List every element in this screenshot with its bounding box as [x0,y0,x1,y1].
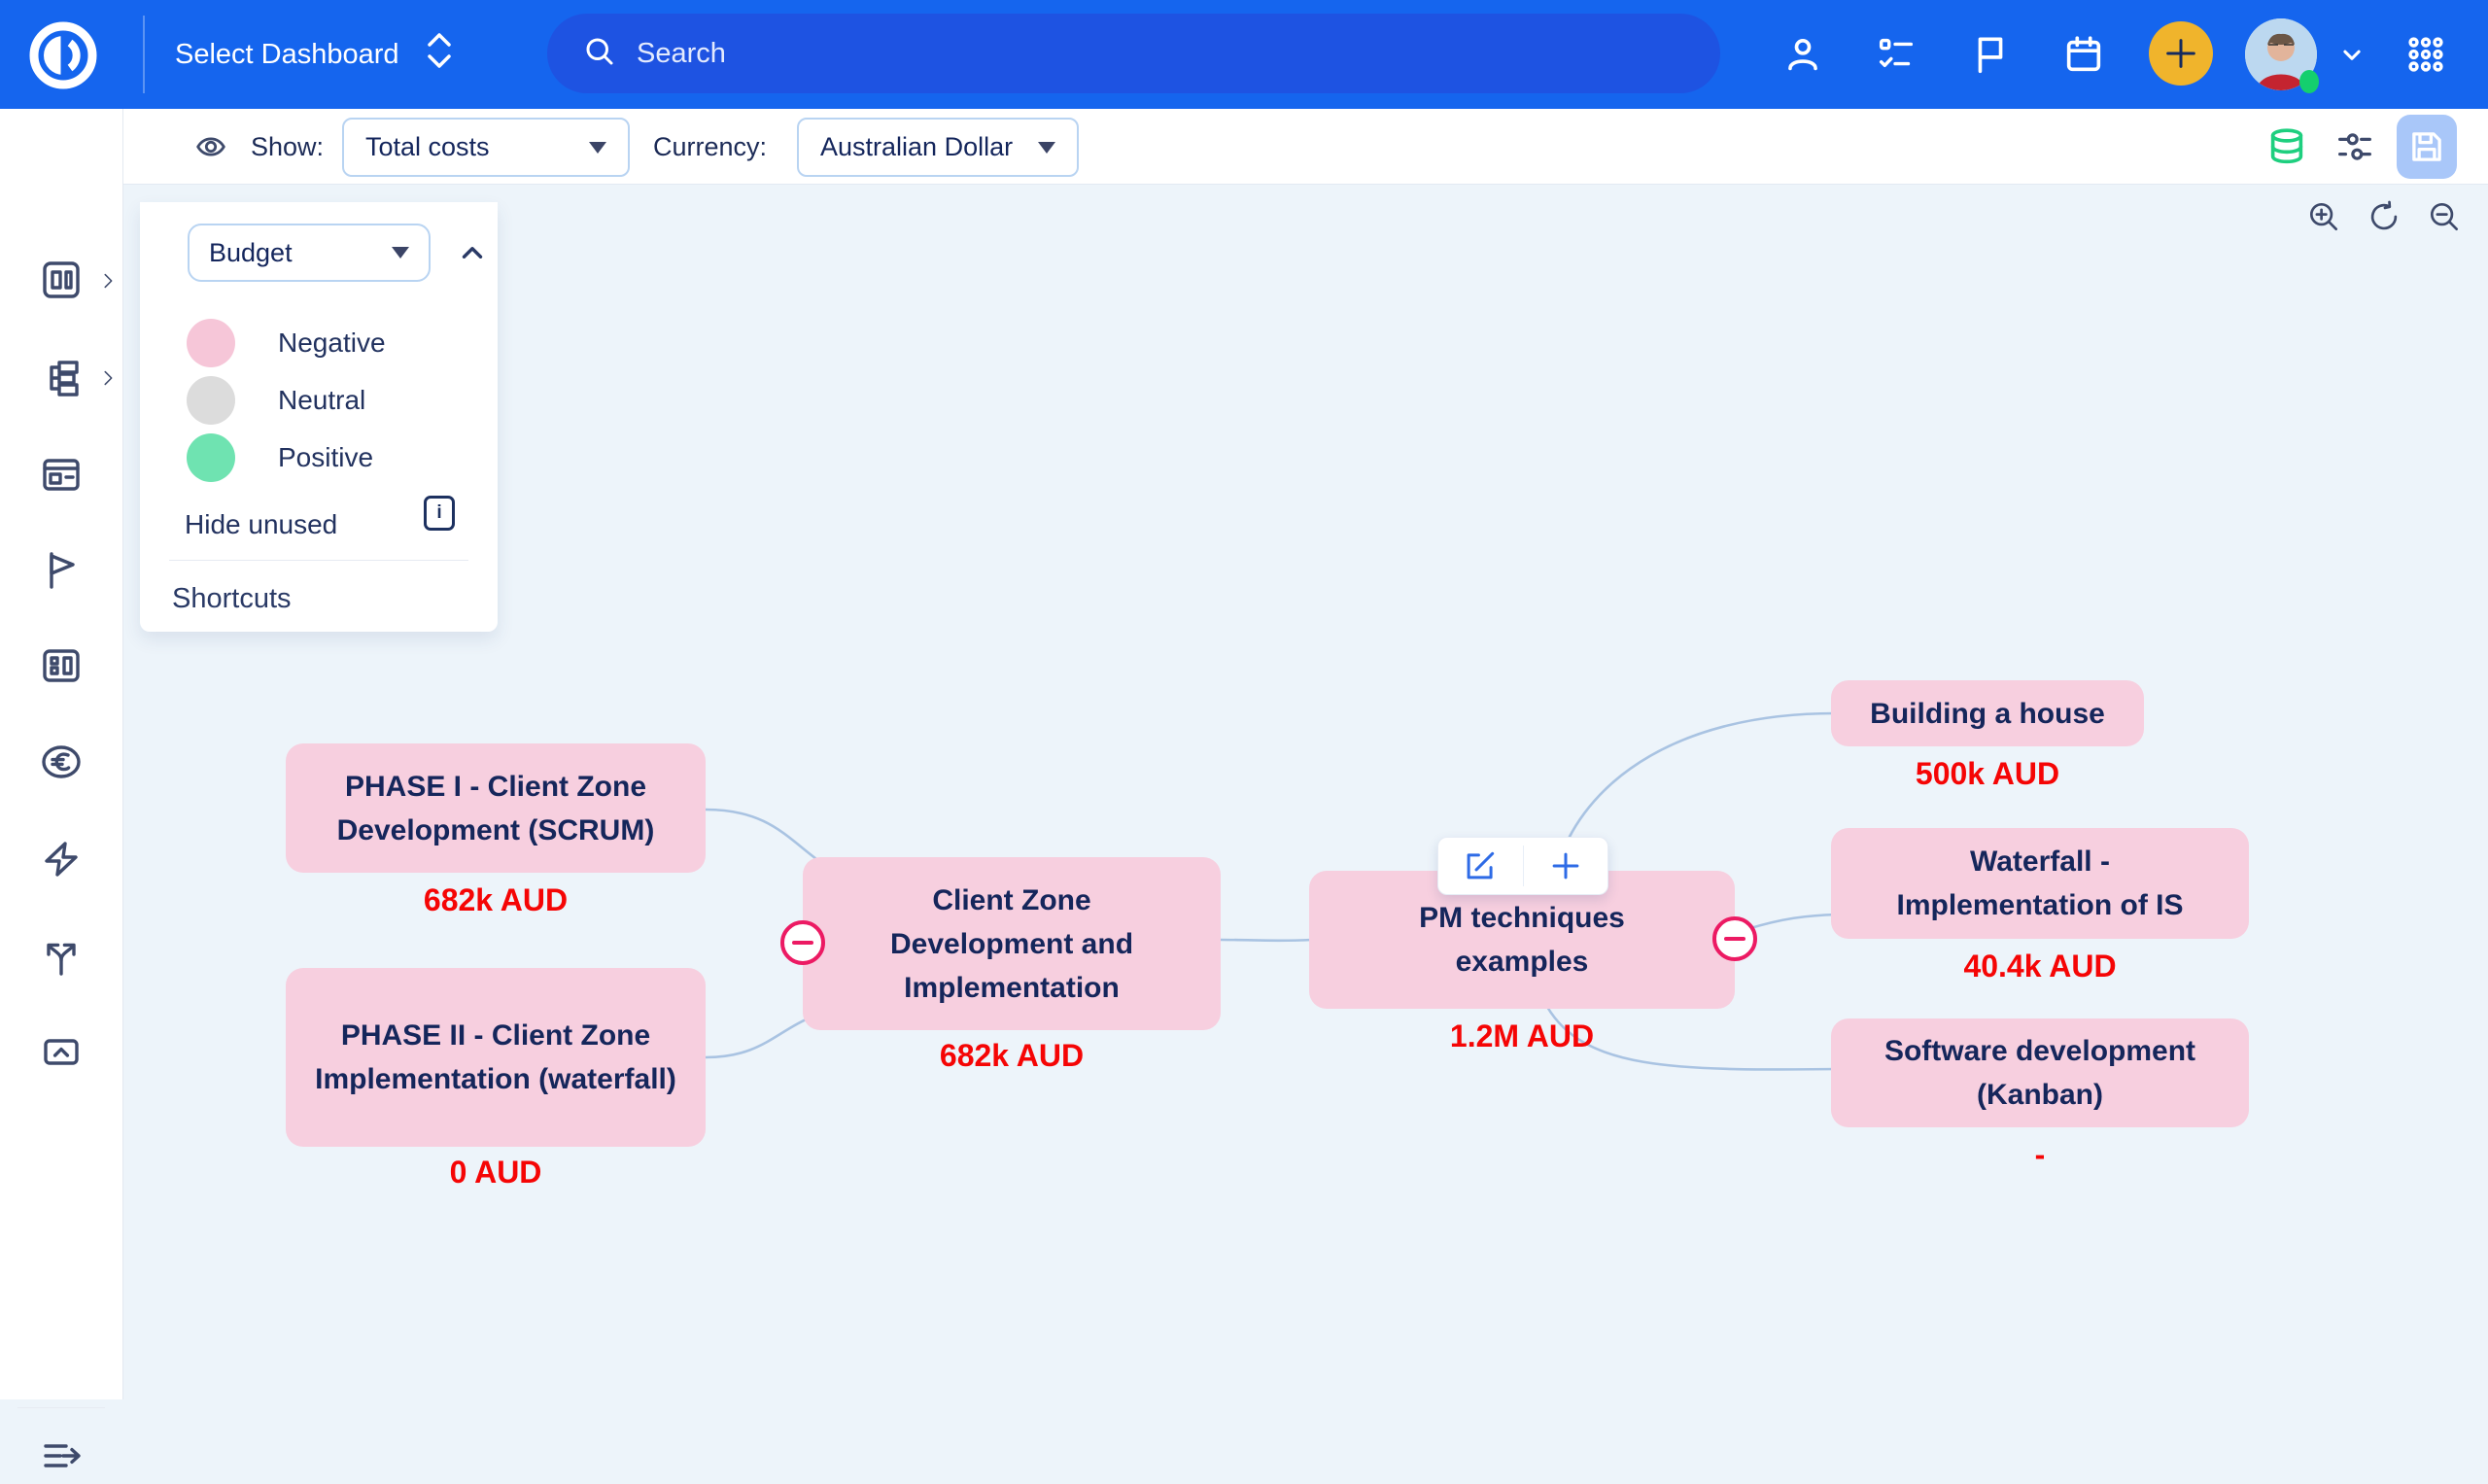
sidebar-browser-window-icon[interactable] [38,451,85,498]
positive-label: Positive [278,442,374,472]
node-title: PHASE I - Client Zone Development (SCRUM… [336,770,655,846]
neutral-label: Neutral [278,385,366,415]
info-icon[interactable]: i [424,496,455,531]
user-icon[interactable] [1774,0,1832,109]
dashboard-selector[interactable]: Select Dashboard [175,0,454,109]
sidebar-expand-chevron-icon[interactable] [97,367,119,389]
show-select[interactable]: Total costs [342,118,630,177]
sidebar-milestone-flag-icon[interactable] [38,546,85,593]
hide-unused-toggle[interactable]: Hide unused [185,509,338,539]
apps-grid-icon[interactable] [2397,0,2455,109]
online-status-dot [2299,70,2319,93]
easyproject-logo-icon[interactable] [27,19,99,91]
calendar-icon[interactable] [2055,0,2113,109]
view-toolbar: Show: Total costs Currency: Australian D… [123,109,2488,185]
node-building-house[interactable]: Building a house [1831,680,2144,746]
legend-divider [169,560,468,561]
sidebar-dashboard-panel-icon[interactable] [38,642,85,689]
neutral-swatch [187,376,235,425]
search-bar[interactable] [547,14,1720,93]
collapse-minus-badge-left[interactable] [780,920,825,965]
sidebar-quick-lightning-icon[interactable] [38,836,85,882]
node-client-zone[interactable]: Client Zone Development and Implementati… [803,857,1221,1030]
save-button[interactable] [2397,115,2457,179]
show-select-value: Total costs [365,132,490,161]
legend-item-positive: Positive [187,433,373,482]
node-waterfall-cost: 40.4k AUD [1963,949,2117,984]
node-phase2-cost: 0 AUD [449,1155,542,1190]
show-label: Show: [251,131,325,161]
edit-node-button[interactable] [1438,838,1523,894]
negative-label: Negative [278,328,386,358]
negative-swatch [187,319,235,367]
node-building-house-cost: 500k AUD [1915,756,2060,791]
node-phase2[interactable]: PHASE II - Client Zone Implementation (w… [286,968,706,1147]
add-child-node-button[interactable] [1524,838,1608,894]
database-green-icon[interactable] [2260,109,2314,185]
sidebar-euro-finance-icon[interactable] [38,739,85,785]
node-title: PHASE II - Client Zone Implementation (w… [315,1019,676,1095]
sidebar-wbs-tree-icon[interactable] [38,354,85,400]
node-pm-techniques-cost: 1.2M AUD [1449,1018,1595,1053]
sidebar-expand-chevron-icon[interactable] [97,270,119,292]
sidebar-collapse-menu-icon[interactable] [38,1432,85,1479]
collapse-minus-badge-right[interactable] [1712,916,1757,961]
left-sidebar [0,109,123,1467]
node-title: Client Zone Development and Implementati… [889,883,1134,1004]
select-caret-icon [589,141,606,154]
node-title: Building a house [1870,697,2105,730]
top-header: Select Dashboard [0,0,2488,109]
zoom-out-icon[interactable] [2424,196,2465,237]
node-waterfall[interactable]: Waterfall - Implementation of IS [1831,828,2249,939]
flag-icon[interactable] [1961,0,2020,109]
zoom-controls [2303,196,2465,237]
sidebar-divider [17,1407,105,1408]
dashboard-selector-label: Select Dashboard [175,38,399,70]
node-title: Software development (Kanban) [1883,1035,2196,1111]
add-plus-button[interactable] [2149,21,2213,86]
currency-select-value: Australian Dollar [820,132,1014,161]
legend-mode-select[interactable]: Budget [188,224,431,282]
legend-item-negative: Negative [187,319,386,367]
select-caret-icon [392,247,409,259]
zoom-in-icon[interactable] [2303,196,2344,237]
currency-select[interactable]: Australian Dollar [797,118,1079,177]
legend-collapse-chevron-icon[interactable] [453,233,492,272]
node-software-dev-cost: - [2034,1137,2046,1172]
legend-item-neutral: Neutral [187,376,365,425]
refresh-icon[interactable] [2364,196,2404,237]
shortcuts-link[interactable]: Shortcuts [172,583,292,614]
legend-panel: Budget Negative Neutral Positive Hide un… [140,202,498,632]
header-divider [143,16,145,93]
sort-chevrons-icon [425,29,454,80]
filter-sliders-icon[interactable] [2328,109,2382,185]
node-phase1[interactable]: PHASE I - Client Zone Development (SCRUM… [286,743,706,873]
legend-mode-value: Budget [209,237,293,267]
positive-swatch [187,433,235,482]
node-client-zone-cost: 682k AUD [939,1038,1085,1073]
select-caret-icon [1038,141,1055,154]
avatar-chevron-down-icon[interactable] [2323,0,2381,109]
tasks-checklist-icon[interactable] [1867,0,1925,109]
node-phase1-cost: 682k AUD [423,882,569,917]
node-title: Waterfall - Implementation of IS [1896,846,2184,921]
sidebar-split-decision-icon[interactable] [38,933,85,980]
toolbar-divider [1522,846,1524,886]
node-action-toolbar [1437,837,1608,895]
node-title: PM techniques examples [1419,902,1625,978]
search-input[interactable] [637,37,1608,70]
node-software-dev[interactable]: Software development (Kanban) [1831,1018,2249,1127]
search-icon [582,34,617,74]
sidebar-modules-board-icon[interactable] [38,257,85,303]
sidebar-inbox-up-icon[interactable] [38,1028,85,1075]
visibility-eye-icon[interactable] [184,109,238,185]
currency-label: Currency: [653,131,768,161]
